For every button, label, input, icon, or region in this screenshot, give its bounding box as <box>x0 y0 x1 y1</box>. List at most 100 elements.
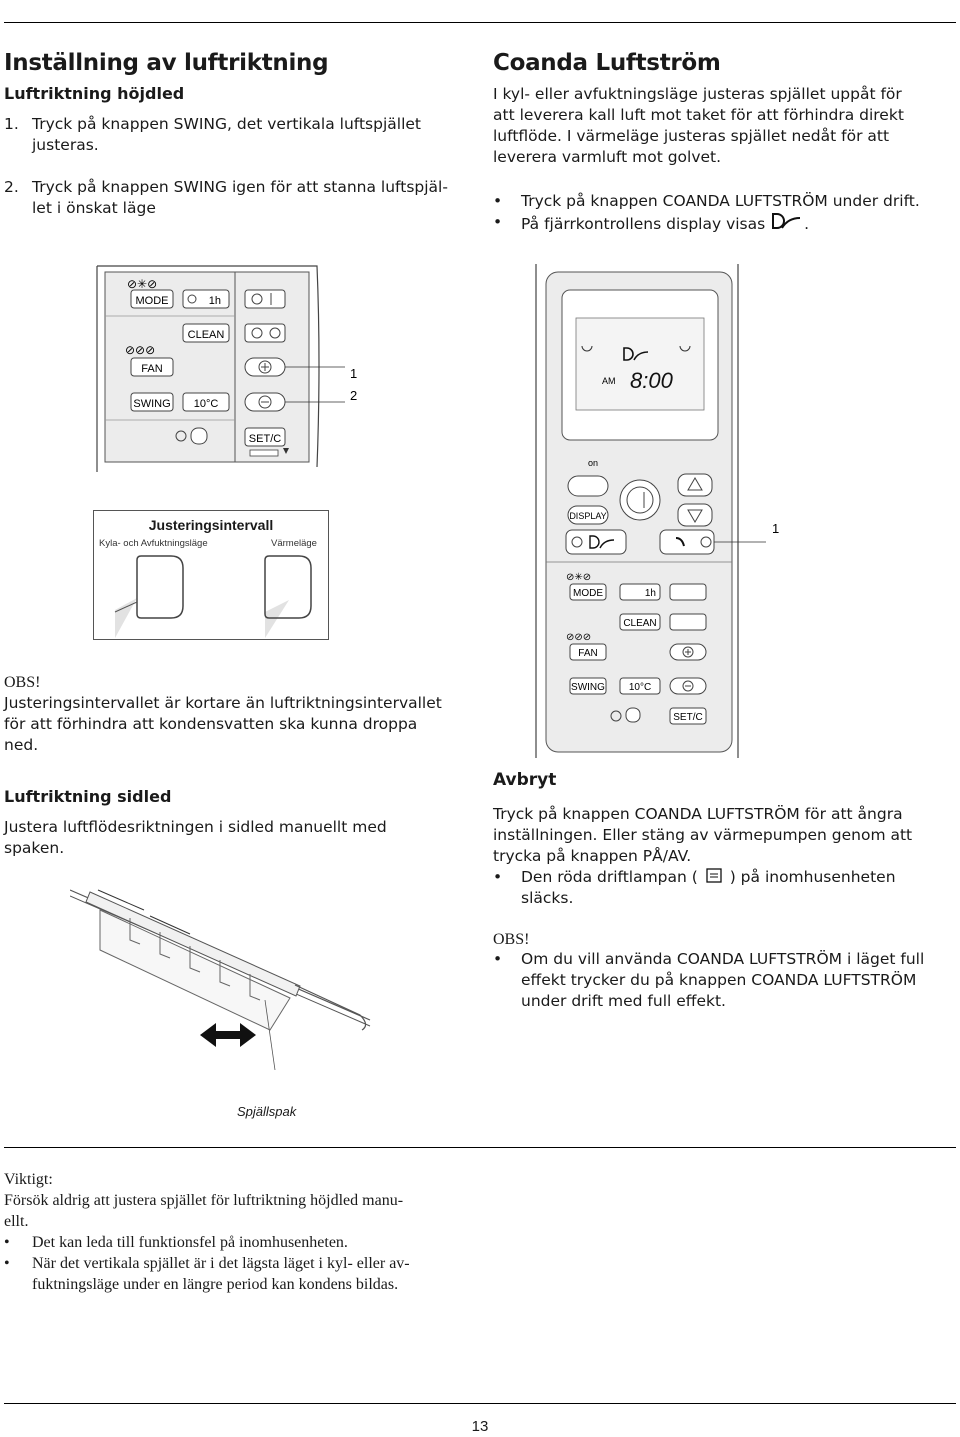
callout-2: 2 <box>350 388 357 403</box>
down-button[interactable] <box>677 503 713 527</box>
timer-button-small[interactable] <box>610 707 641 723</box>
swing-icon-right <box>679 345 691 352</box>
svg-text:MODE: MODE <box>136 295 169 307</box>
svg-text:10°C: 10°C <box>194 398 219 410</box>
svg-text:SWING: SWING <box>571 682 605 693</box>
clean-button[interactable]: CLEAN <box>182 323 230 343</box>
ion-button[interactable] <box>567 475 609 497</box>
lever-caption: Spjällspak <box>237 1104 297 1119</box>
indicator-lamp-icon <box>706 868 722 883</box>
top-rule <box>4 22 956 23</box>
timer-off-button[interactable] <box>244 289 286 309</box>
clean-button-small[interactable]: CLEAN <box>619 613 661 631</box>
svg-text:CLEAN: CLEAN <box>188 329 225 341</box>
step-list: 1. Tryck på knappen SWING, det vertikala… <box>4 114 474 219</box>
coanda-icon <box>772 213 801 229</box>
subtitle-vertical: Luftriktning höjdled <box>4 84 185 103</box>
timer-button[interactable] <box>175 427 208 445</box>
setc-button-small[interactable]: SET/C <box>669 707 707 725</box>
coanda-button[interactable] <box>565 529 627 555</box>
timer-off-button-small[interactable] <box>669 583 707 601</box>
swing-button-small[interactable]: SWING <box>569 677 607 695</box>
timer-clean-button-small[interactable] <box>669 613 707 631</box>
obs-text: Justeringsintervallet är kortare än luft… <box>4 694 442 754</box>
svg-text:SWING: SWING <box>133 398 170 410</box>
svg-text:CLEAN: CLEAN <box>623 618 656 629</box>
svg-text:SET/C: SET/C <box>673 712 702 723</box>
side-title: Luftriktning sidled <box>4 787 172 806</box>
svg-text:⊘✳⊘: ⊘✳⊘ <box>127 277 157 291</box>
avbryt-text: Tryck på knappen COANDA LUFTSTRÖM för at… <box>493 804 953 909</box>
step-1: 1. Tryck på knappen SWING, det vertikala… <box>4 115 421 154</box>
lcd-display <box>575 317 705 411</box>
svg-text:1h: 1h <box>645 588 656 599</box>
display-button[interactable]: DISPLAY <box>567 505 609 525</box>
ion-label: on <box>588 458 598 468</box>
svg-text:FAN: FAN <box>141 363 162 375</box>
avbryt-title: Avbryt <box>493 770 557 790</box>
mode-button[interactable]: MODE <box>130 289 174 309</box>
callout-1: 1 <box>350 366 357 381</box>
svg-text:1h: 1h <box>209 295 221 307</box>
temp10-button-small[interactable]: 10°C <box>619 677 661 695</box>
coanda-paragraph: I kyl- eller avfuktningsläge justeras sp… <box>493 85 904 166</box>
fan-button-small[interactable]: FAN <box>569 643 607 661</box>
viktigt-bullet-2: •När det vertikala spjället är i det läg… <box>4 1255 410 1293</box>
range-left-label: Kyla- och Avfuktningsläge <box>99 538 208 549</box>
range-box <box>93 510 329 640</box>
svg-text:SET/C: SET/C <box>249 433 281 445</box>
svg-text:DISPLAY: DISPLAY <box>569 511 606 521</box>
powerful-button[interactable] <box>659 529 715 555</box>
section-title-coanda: Coanda Luftström <box>493 50 721 76</box>
svg-text:⊘✳⊘: ⊘✳⊘ <box>566 572 591 583</box>
temp-up-button-small[interactable] <box>669 643 707 661</box>
page-number: 13 <box>471 1418 489 1435</box>
viktigt-heading: Viktigt: <box>4 1171 53 1188</box>
up-button[interactable] <box>677 473 713 497</box>
remote-control: AM 8:00 on DISPLAY 1 ⊘✳⊘ MODE 1h CLEAN ⊘… <box>535 264 779 758</box>
swing-icon <box>581 345 593 352</box>
lcd-time: 8:00 <box>630 368 674 393</box>
viktigt-bullet-1: •Det kan leda till funktionsfel på inomh… <box>4 1234 348 1251</box>
swing-button[interactable]: SWING <box>130 392 174 412</box>
coanda-bullets: •Tryck på knappen COANDA LUFTSTRÖM under… <box>493 191 953 235</box>
temp10-button[interactable]: 10°C <box>182 392 230 412</box>
arrow-down-icon <box>283 448 289 454</box>
coanda-bullet-2: •På fjärrkontrollens display visas . <box>493 213 810 233</box>
timer-clean-button[interactable] <box>244 323 286 343</box>
svg-text:⊘⊘⊘: ⊘⊘⊘ <box>566 632 591 643</box>
temp-down-button[interactable] <box>244 392 286 412</box>
range-right-label: Värmeläge <box>271 538 317 549</box>
mode-button-small[interactable]: MODE <box>569 583 607 601</box>
side-text: Justera luftflödesriktningen i sidled ma… <box>4 818 387 857</box>
battery-icon <box>249 449 279 457</box>
coanda-bullet-1: •Tryck på knappen COANDA LUFTSTRÖM under… <box>493 192 920 210</box>
louver-illustration <box>70 889 371 1071</box>
setc-button[interactable]: SET/C <box>244 427 286 447</box>
callout-full-1: 1 <box>772 521 779 536</box>
section-title-airflow: Inställning av luftriktning <box>4 50 329 76</box>
svg-text:MODE: MODE <box>573 588 603 599</box>
temp-down-button-small[interactable] <box>669 677 707 695</box>
avbryt-bullet: •Den röda driftlampan ( ) på inomhusenhe… <box>493 868 896 907</box>
obs-heading: OBS! <box>4 674 41 691</box>
temp-up-button[interactable] <box>244 357 286 377</box>
power-button[interactable] <box>619 479 661 521</box>
coanda-lcd-icon <box>623 347 649 361</box>
remote-button-panel: ⊘✳⊘ MODE 1h CLEAN ⊘⊘⊘ FAN SWING 10°C SET… <box>96 265 357 472</box>
svg-text:AM: AM <box>602 376 616 386</box>
svg-text:FAN: FAN <box>578 648 597 659</box>
louver-lever[interactable] <box>200 1023 256 1047</box>
avbryt-obs-heading: OBS! <box>493 931 530 948</box>
viktigt: Viktigt: Försök aldrig att justera spjäl… <box>4 1169 474 1295</box>
step-2: 2. Tryck på knappen SWING igen för att s… <box>4 178 448 217</box>
range-diagram <box>114 555 312 638</box>
footer-rule <box>4 1403 956 1404</box>
bottom-rule <box>4 1147 956 1148</box>
svg-text:⊘⊘⊘: ⊘⊘⊘ <box>125 343 155 357</box>
svg-text:10°C: 10°C <box>629 682 651 693</box>
timer-on-button[interactable]: 1h <box>182 289 230 309</box>
avbryt-obs: • Om du vill använda COANDA LUFTSTRÖM i … <box>493 950 925 1010</box>
timer-on-button-small[interactable]: 1h <box>619 583 661 601</box>
fan-button[interactable]: FAN <box>130 357 174 377</box>
